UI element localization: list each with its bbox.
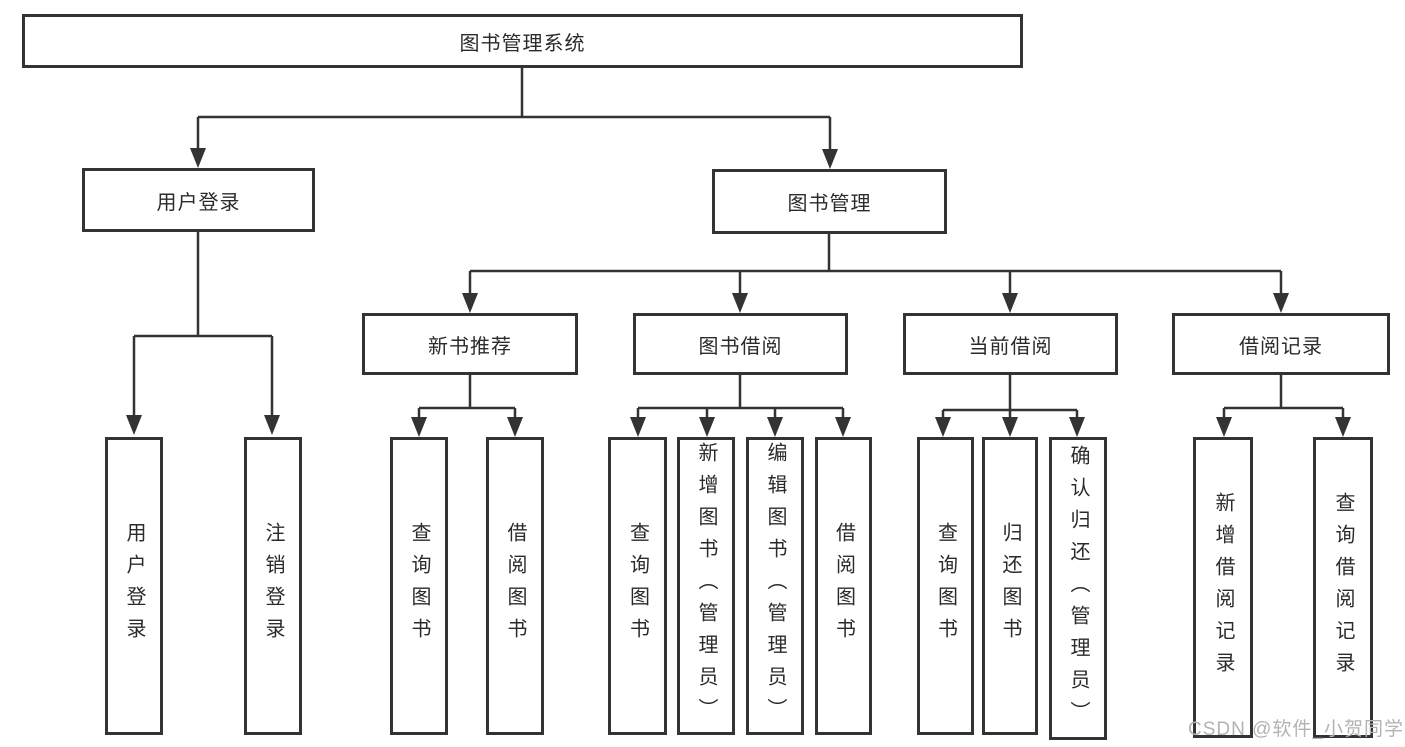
leaf-query-books-3: 查询图书 bbox=[917, 437, 974, 735]
leaf-logout-label: 注销登录 bbox=[262, 522, 284, 650]
leaf-borrow-books-2: 借阅图书 bbox=[815, 437, 872, 735]
leaf-query-books-2: 查询图书 bbox=[608, 437, 667, 735]
leaf-return-books-label: 归还图书 bbox=[999, 522, 1021, 650]
csdn-watermark: CSDN @软件_小贺同学 bbox=[1188, 719, 1404, 740]
leaf-query-books-3-label: 查询图书 bbox=[934, 522, 957, 650]
node-borrowing-records-label: 借阅记录 bbox=[1239, 335, 1323, 358]
leaf-user-login: 用户登录 bbox=[105, 437, 163, 735]
leaf-logout: 注销登录 bbox=[244, 437, 302, 735]
node-book-management: 图书管理 bbox=[712, 169, 947, 234]
leaf-add-borrow-record: 新增借阅记录 bbox=[1193, 437, 1253, 738]
leaf-user-login-label: 用户登录 bbox=[123, 522, 145, 650]
leaf-add-borrow-record-label: 新增借阅记录 bbox=[1212, 491, 1234, 684]
leaf-confirm-return-admin-label: 确认归还（管理员） bbox=[1067, 444, 1089, 733]
leaf-borrow-books-1-label: 借阅图书 bbox=[504, 522, 526, 650]
node-book-management-label: 图书管理 bbox=[787, 193, 872, 215]
leaf-query-borrow-record-label: 查询借阅记录 bbox=[1332, 491, 1354, 684]
leaf-edit-books-admin-label: 编辑图书（管理员） bbox=[764, 442, 786, 730]
node-library-system: 图书管理系统 bbox=[22, 14, 1023, 68]
node-book-borrowing-label: 图书借阅 bbox=[698, 335, 783, 358]
node-user-login: 用户登录 bbox=[82, 168, 315, 232]
leaf-confirm-return-admin: 确认归还（管理员） bbox=[1049, 437, 1107, 740]
leaf-add-books-admin: 新增图书（管理员） bbox=[677, 437, 735, 735]
node-new-book-recommend: 新书推荐 bbox=[362, 313, 578, 375]
leaf-return-books: 归还图书 bbox=[982, 437, 1038, 735]
leaf-query-borrow-record: 查询借阅记录 bbox=[1313, 437, 1373, 738]
leaf-query-books-1-label: 查询图书 bbox=[408, 522, 430, 650]
node-current-borrowing: 当前借阅 bbox=[903, 313, 1118, 375]
node-current-borrowing-label: 当前借阅 bbox=[968, 335, 1053, 358]
leaf-query-books-1: 查询图书 bbox=[390, 437, 448, 735]
node-user-login-label: 用户登录 bbox=[156, 191, 241, 214]
leaf-edit-books-admin: 编辑图书（管理员） bbox=[746, 437, 804, 735]
node-new-book-recommend-label: 新书推荐 bbox=[428, 335, 512, 358]
node-book-borrowing: 图书借阅 bbox=[633, 313, 848, 375]
leaf-borrow-books-2-label: 借阅图书 bbox=[832, 522, 855, 650]
node-library-system-label: 图书管理系统 bbox=[459, 32, 586, 55]
node-borrowing-records: 借阅记录 bbox=[1172, 313, 1390, 375]
leaf-borrow-books-1: 借阅图书 bbox=[486, 437, 544, 735]
leaf-add-books-admin-label: 新增图书（管理员） bbox=[695, 442, 717, 730]
leaf-query-books-2-label: 查询图书 bbox=[626, 522, 649, 650]
